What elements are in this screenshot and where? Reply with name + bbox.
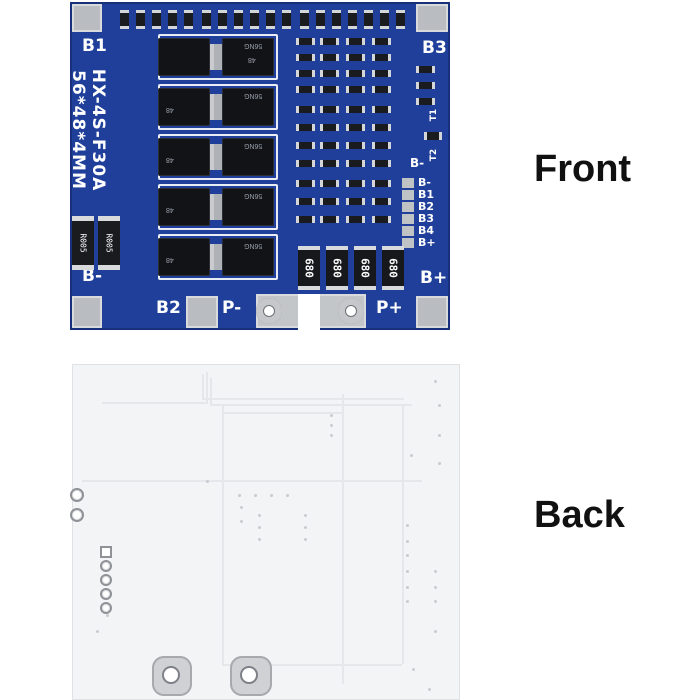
conn-label-b1: B1 — [418, 188, 435, 201]
bms-smd-grid — [294, 34, 410, 234]
back-hole-2 — [72, 510, 82, 520]
mosfet-3-marking: 56NG — [244, 142, 263, 149]
back-pad-left — [152, 656, 192, 696]
p-plus-hole — [338, 298, 364, 324]
power-resistor-2: 680 — [326, 246, 348, 290]
smd-b3-3 — [416, 98, 435, 105]
mosfet-4b-marking: 48 — [166, 206, 174, 213]
mosfet-row-3: 56NG 48 — [158, 134, 278, 180]
back-pin-hole-5 — [102, 604, 110, 612]
shunt-resistor-2: R005 — [98, 216, 120, 270]
conn-label-b3: B3 — [418, 212, 435, 225]
back-pin-hole-2 — [102, 562, 110, 570]
thermistor — [424, 132, 442, 140]
top-smd-row — [120, 8, 410, 29]
label-b-minus-corner: B- — [82, 266, 103, 286]
mosfet-2b-marking: 48 — [166, 106, 174, 113]
power-resistor-1: 680 — [298, 246, 320, 290]
label-b3: B3 — [422, 38, 447, 58]
smd-b3-2 — [416, 82, 435, 89]
back-pin-hole-3 — [102, 576, 110, 584]
mosfet-1b-marking: 48 — [248, 56, 256, 63]
label-b2: B2 — [156, 298, 181, 318]
shunt-resistor-2-label: R005 — [104, 233, 114, 253]
mosfet-3b-marking: 48 — [166, 156, 174, 163]
conn-label-b2: B2 — [418, 200, 435, 213]
b3-pad — [416, 4, 448, 32]
back-pcb-board — [72, 364, 460, 700]
label-p-plus: P+ — [376, 298, 403, 318]
mosfet-row-1: 56NG 48 — [158, 34, 278, 80]
power-resistor-1-label: 680 — [302, 258, 316, 278]
shunt-resistor-1-label: R005 — [78, 233, 88, 253]
conn-label-b-plus: B+ — [418, 236, 436, 249]
label-t2: T2 — [429, 148, 440, 162]
label-t1: T1 — [429, 108, 440, 122]
p-terminal-gap — [298, 294, 320, 330]
balance-connector: B- B1 B2 B3 B4 B+ — [402, 176, 448, 250]
mosfet-1-marking: 56NG — [244, 42, 263, 49]
mosfet-row-5: 56NG 48 — [158, 234, 278, 280]
p-minus-hole — [256, 298, 282, 324]
back-label: Back — [534, 494, 625, 536]
shunt-resistor-1: R005 — [72, 216, 94, 270]
size-text: 56*48*4MM — [68, 70, 88, 190]
back-square-pad — [102, 548, 110, 556]
conn-label-b-minus: B- — [418, 176, 431, 189]
mosfet-4-marking: 56NG — [244, 192, 263, 199]
mosfet-row-2: 56NG 48 — [158, 84, 278, 130]
mosfet-row-4: 56NG 48 — [158, 184, 278, 230]
label-p-minus: P- — [222, 298, 242, 318]
power-resistor-3: 680 — [354, 246, 376, 290]
back-hole-1 — [72, 490, 82, 500]
power-resistor-2-label: 680 — [330, 258, 344, 278]
front-label: Front — [534, 148, 632, 190]
label-b1: B1 — [82, 36, 107, 56]
front-pcb-board: B1 B3 B- B+ B2 P- P+ T1 T2 B- HX-4S-F30A… — [68, 2, 450, 330]
mosfet-5b-marking: 48 — [166, 256, 174, 263]
back-pin-hole-4 — [102, 590, 110, 598]
smd-b3-1 — [416, 66, 435, 73]
b-plus-pad — [416, 296, 448, 328]
b-minus-pad — [72, 296, 102, 328]
power-resistor-4: 680 — [382, 246, 404, 290]
conn-label-b4: B4 — [418, 224, 435, 237]
power-resistor-3-label: 680 — [358, 258, 372, 278]
model-text: HX-4S-F30A — [88, 68, 108, 192]
back-pad-right — [230, 656, 272, 696]
mosfet-5-marking: 56NG — [244, 242, 263, 249]
b1-pad — [72, 4, 102, 32]
power-resistor-4-label: 680 — [386, 258, 400, 278]
label-b-minus-side: B- — [410, 156, 425, 170]
mosfet-2-marking: 56NG — [244, 92, 263, 99]
b2-pad — [186, 296, 218, 328]
label-b-plus-corner: B+ — [420, 268, 448, 288]
